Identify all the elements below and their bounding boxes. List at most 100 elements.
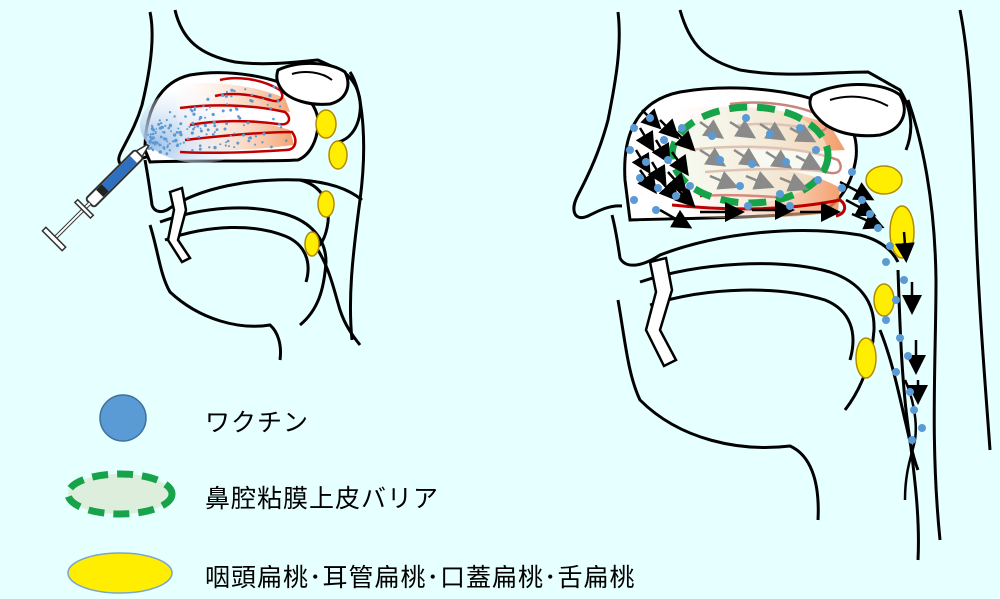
spray-dot [269, 107, 272, 110]
spray-dot [206, 133, 208, 135]
spray-dot [226, 103, 228, 105]
spray-dot [200, 128, 202, 130]
spray-dot [199, 144, 202, 147]
vaccine-dot [910, 406, 918, 414]
spray-dot [169, 124, 172, 127]
right-head [574, 10, 990, 560]
left-tonsil-tubal [329, 141, 347, 169]
spray-dot [184, 115, 187, 118]
vaccine-dot [630, 124, 638, 132]
vaccine-dot [652, 206, 660, 214]
spray-dot [169, 149, 171, 151]
spray-dot [229, 109, 232, 112]
vaccine-dot [672, 192, 680, 200]
spray-dot [243, 124, 245, 126]
left-oral-cavity [160, 208, 326, 325]
spray-dot [154, 143, 156, 145]
vaccine-dot [654, 184, 662, 192]
legend-barrier-label: 鼻腔粘膜上皮バリア [205, 479, 439, 515]
spray-dot [213, 124, 216, 127]
spray-dot [205, 125, 207, 127]
vaccine-dot [782, 158, 790, 166]
spray-dot [247, 121, 250, 124]
spray-dot [230, 89, 233, 92]
spray-dot [199, 148, 202, 151]
vaccine-dot [766, 130, 774, 138]
spray-dot [242, 134, 245, 137]
left-tonsil-adenoid [316, 110, 336, 138]
spray-dot [192, 128, 195, 131]
vaccine-dot [812, 146, 820, 154]
spray-dot [262, 132, 265, 135]
spray-dot [165, 152, 168, 155]
vaccine-dot [848, 168, 856, 176]
spray-dot [202, 105, 204, 107]
spray-dot [152, 136, 155, 139]
right-tonsil-lingual [856, 338, 876, 378]
vaccine-dot [838, 184, 846, 192]
vaccine-dot [630, 196, 638, 204]
spray-dot [267, 104, 269, 106]
flow-arrow [852, 214, 880, 226]
spray-dot [244, 88, 246, 90]
vaccine-dot [882, 258, 890, 266]
spray-dot [196, 125, 199, 128]
spray-dot [173, 133, 176, 136]
spray-dot [228, 145, 230, 147]
spray-dot [206, 98, 209, 101]
spray-dot [230, 135, 232, 137]
spray-dot [193, 114, 195, 116]
spray-dot [164, 125, 166, 127]
left-head [42, 10, 363, 360]
spray-dot [193, 109, 196, 112]
spray-dot [278, 123, 281, 126]
left-tonsil-lingual [305, 232, 319, 256]
spray-dot [155, 132, 157, 134]
spray-dot [272, 118, 275, 121]
vaccine-dot [642, 158, 650, 166]
spray-dot [254, 144, 256, 146]
spray-dot [206, 109, 208, 111]
spray-dot [187, 137, 190, 140]
spray-dot [225, 95, 228, 98]
vaccine-dot [886, 242, 894, 250]
left-chin [150, 225, 281, 360]
spray-dot [177, 128, 179, 130]
vaccine-dot [736, 182, 744, 190]
right-tongue [650, 290, 853, 360]
vaccine-dot [882, 316, 890, 324]
spray-dot [170, 130, 172, 132]
spray-dot [221, 94, 224, 97]
right-neck-back [960, 10, 990, 450]
spray-dot [233, 133, 235, 135]
spray-dot [225, 122, 228, 125]
spray-dot [167, 127, 170, 130]
spray-dot [225, 144, 227, 146]
spray-dot [150, 133, 152, 135]
spray-dot [164, 148, 166, 150]
left-pharynx-wall [350, 72, 364, 340]
vaccine-dot [678, 124, 686, 132]
spray-dot [213, 146, 216, 149]
spray-dot [149, 140, 152, 143]
spray-dot [178, 131, 180, 133]
spray-dot [162, 126, 164, 128]
spray-dot [236, 142, 239, 145]
left-tonsil-palatine [318, 191, 334, 217]
spray-dot [174, 139, 177, 142]
spray-dot [152, 128, 155, 131]
vaccine-dot [786, 202, 794, 210]
spray-dot [249, 136, 252, 139]
spray-dot [262, 98, 264, 100]
spray-dot [173, 115, 175, 117]
spray-dot [199, 116, 202, 119]
vaccine-dot [892, 368, 900, 376]
vaccine-dot [742, 114, 750, 122]
spray-dot [198, 136, 201, 139]
spray-dot [188, 126, 190, 128]
spray-dot [238, 117, 241, 120]
spray-dot [183, 142, 185, 144]
legend-tonsil-label: 咽頭扁桃･耳管扁桃･口蓋扁桃･舌扁桃 [205, 558, 636, 594]
spray-dot [152, 133, 155, 136]
